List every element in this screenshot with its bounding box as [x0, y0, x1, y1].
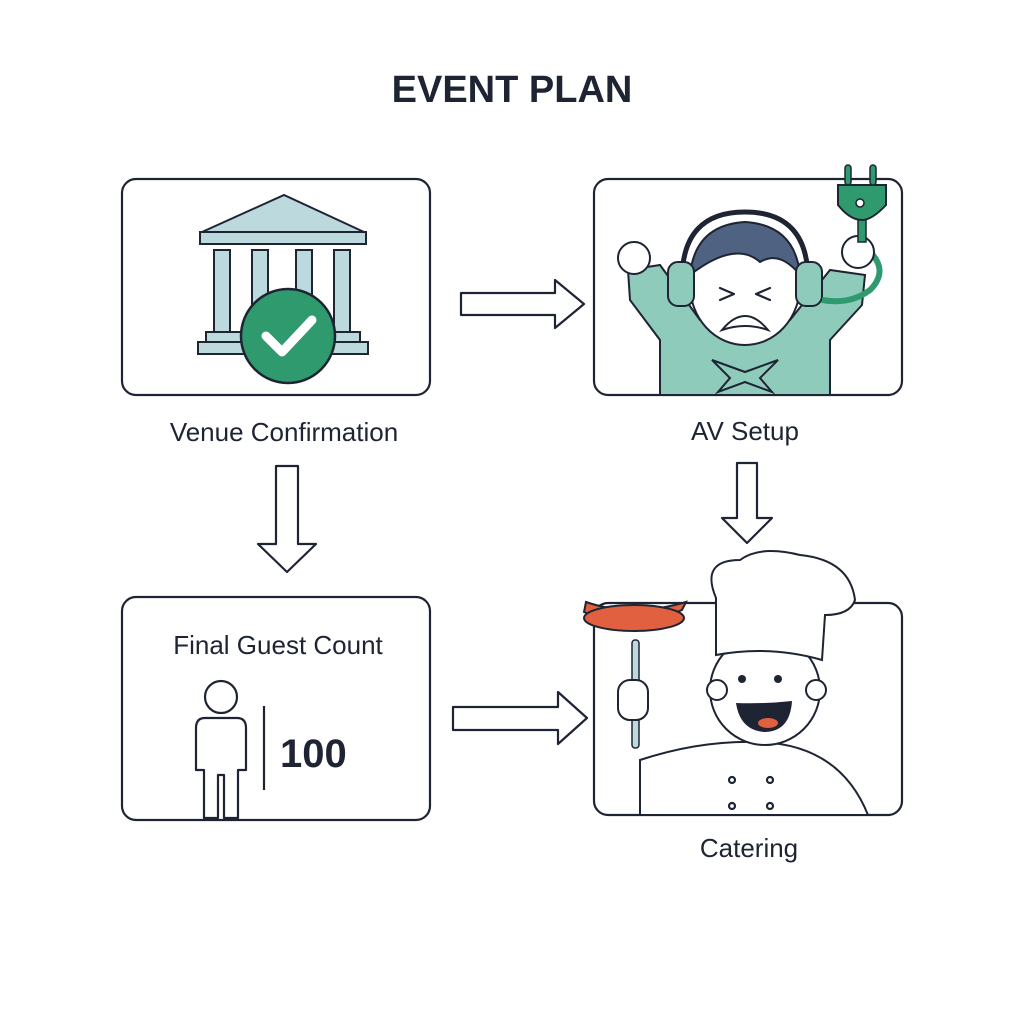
power-plug-icon — [837, 164, 887, 243]
arrow-right-guests-to-catering — [451, 690, 589, 746]
catering-label: Catering — [700, 833, 798, 863]
av-label: AV Setup — [691, 416, 799, 446]
arrow-right-venue-to-av — [459, 278, 586, 330]
check-badge-icon — [239, 287, 337, 385]
frustrated-technician-illustration — [617, 164, 887, 396]
person-icon — [194, 679, 248, 820]
av-setup-step: AV Setup — [592, 164, 904, 446]
guest-count-value: 100 — [280, 732, 347, 776]
catering-step: Catering — [582, 550, 904, 863]
chef-illustration — [582, 550, 870, 816]
diagram-title: EVENT PLAN — [392, 69, 633, 111]
venue-label: Venue Confirmation — [170, 417, 398, 447]
guest-count-step: Final Guest Count 100 — [120, 595, 432, 822]
arrow-down-av-to-catering — [720, 461, 774, 545]
guest-count-label: Final Guest Count — [173, 630, 383, 660]
guest-card — [120, 595, 432, 822]
venue-confirmation-step: Venue Confirmation — [120, 177, 432, 447]
arrow-down-venue-to-guests — [256, 464, 318, 574]
venue-card — [120, 177, 432, 397]
